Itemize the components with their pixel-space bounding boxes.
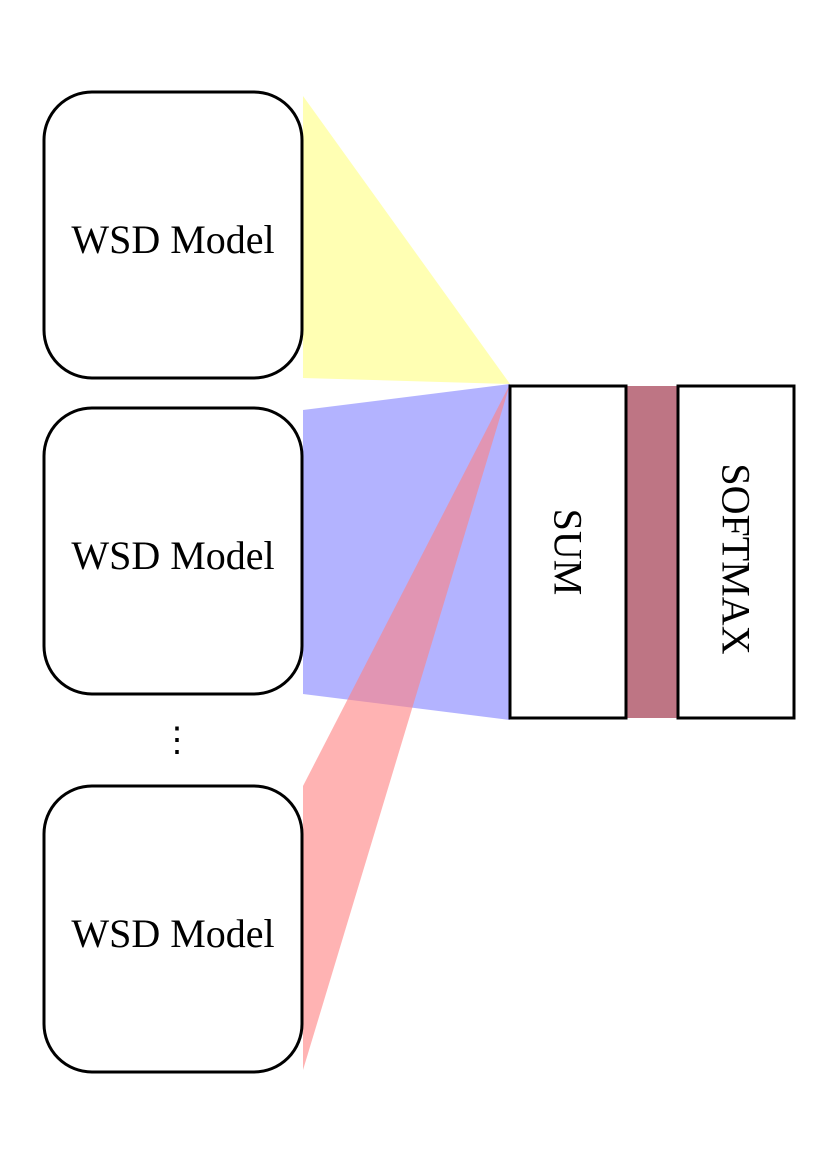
sum-softmax-connector: [626, 386, 678, 718]
projection-model-2-to-sum: [303, 384, 510, 720]
projection-model-1-to-sum: [303, 96, 510, 384]
softmax-block: SOFTMAX: [676, 384, 796, 720]
model-box-2-label: WSD Model: [71, 533, 274, 578]
model-box-2: WSD Model: [42, 406, 304, 696]
softmax-label: SOFTMAX: [714, 463, 759, 654]
sum-label: SUM: [546, 509, 591, 596]
model-box-1: WSD Model: [42, 90, 304, 380]
projection-model-3-to-sum: [303, 384, 510, 1070]
model-box-3: WSD Model: [42, 784, 304, 1074]
model-box-3-label: WSD Model: [71, 911, 274, 956]
sum-block: SUM: [508, 384, 628, 720]
model-box-1-label: WSD Model: [71, 217, 274, 262]
vertical-ellipsis: ⋮: [160, 722, 194, 759]
